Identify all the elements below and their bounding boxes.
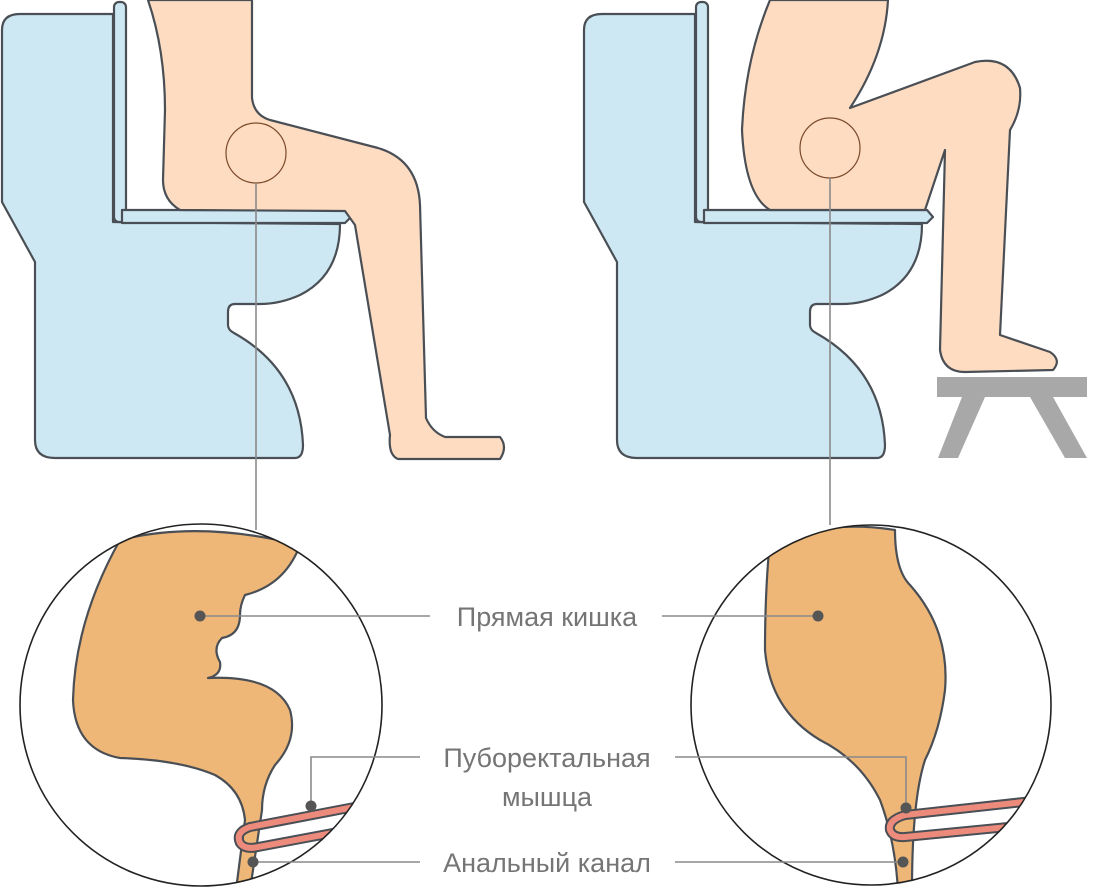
label-puborectalis-line2: мышца: [502, 782, 593, 812]
person-right-leg: [740, 0, 1058, 374]
marker-dots: [194, 610, 912, 868]
person-left-leg: [146, 0, 506, 461]
left-scene-sitting: [0, 0, 506, 530]
rectum-shape-left: [71, 530, 302, 886]
footstool: [937, 377, 1087, 458]
magnified-right: [690, 524, 1052, 886]
magnified-left: [19, 523, 383, 887]
label-anal-canal: Анальный канал: [443, 848, 651, 878]
label-rectum: Прямая кишка: [457, 602, 638, 632]
rectum-shape-right: [763, 525, 947, 885]
label-puborectalis-line1: Пуборектальная: [443, 743, 650, 773]
right-scene-squat: [582, 0, 1087, 525]
label-leaders: [200, 615, 907, 863]
